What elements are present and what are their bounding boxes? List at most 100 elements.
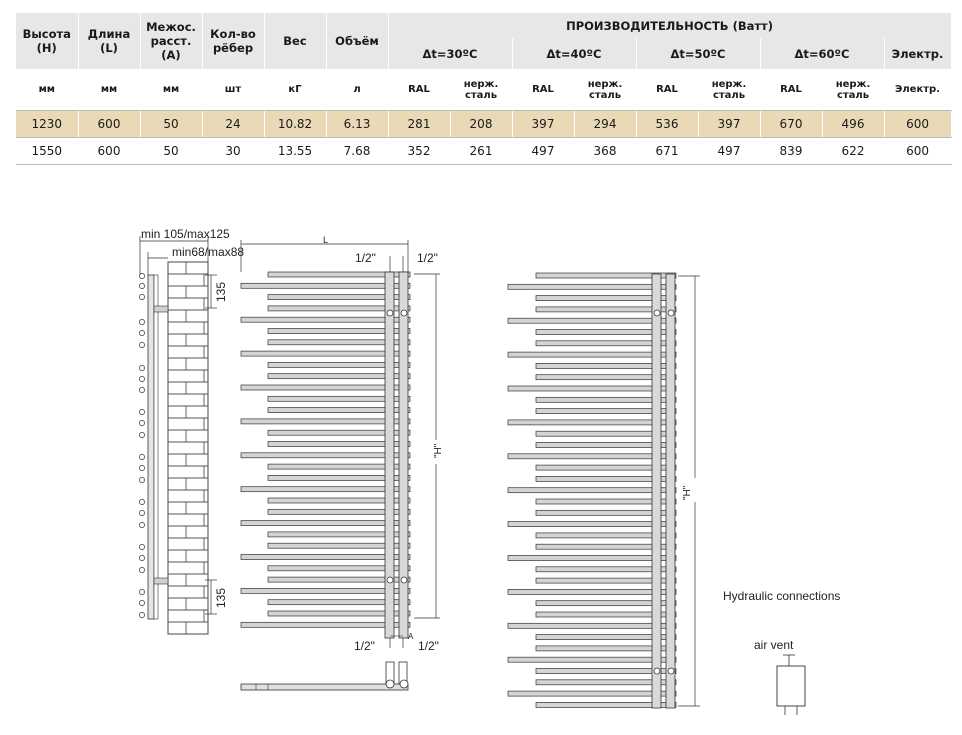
table-cell: 368 — [574, 137, 637, 165]
table-cell: 1550 — [16, 137, 79, 165]
rib — [507, 487, 677, 494]
header-delta-60: Δt=60ºC — [760, 38, 885, 69]
table-cell: 496 — [822, 110, 885, 138]
connection-point — [400, 576, 408, 584]
rib — [535, 566, 677, 573]
rib — [535, 306, 677, 313]
pipe-label-top-left: 1/2" — [355, 251, 376, 265]
rib-end — [139, 432, 145, 438]
rib-ends — [139, 273, 145, 618]
rib — [507, 589, 677, 595]
rib — [535, 430, 677, 437]
rib — [535, 543, 677, 550]
dim-A: A — [408, 632, 414, 641]
rib — [535, 464, 677, 471]
header-delta-30: Δt=30ºC — [388, 38, 513, 69]
subheader-cell: нерж. сталь — [450, 69, 513, 111]
subheader-cell: нерж. сталь — [574, 69, 637, 111]
pipe-label-top-right: 1/2" — [417, 251, 438, 265]
rib — [535, 679, 677, 686]
rib — [507, 385, 677, 392]
front-view: L 1/2" 1/2" A 1/2" 1/2" "H" — [240, 235, 444, 691]
rib — [267, 610, 411, 617]
ribs — [240, 271, 411, 628]
table-cell: 600 — [884, 110, 952, 138]
rib-end — [139, 376, 145, 382]
table-cell: 208 — [450, 110, 513, 138]
rib — [267, 497, 411, 504]
rib — [267, 576, 411, 583]
rib — [535, 509, 677, 516]
hydraulic-connections-label: Hydraulic connections — [723, 589, 840, 603]
header-spacing: Межос.расст.(A) — [140, 13, 203, 69]
header-weight: Вес — [264, 13, 327, 69]
rib — [535, 600, 677, 607]
rib — [535, 396, 677, 403]
spec-table: Высота(H) Длина(L) Межос.расст.(A) Кол-в… — [16, 13, 952, 165]
table-cell: 352 — [388, 137, 451, 165]
dim-min-max-inner: min68/max88 — [172, 245, 244, 259]
rib — [535, 442, 677, 448]
rib-end — [139, 294, 145, 300]
rib — [240, 520, 411, 526]
rib — [507, 283, 677, 290]
rib — [240, 486, 411, 493]
subheader-cell: нерж. сталь — [698, 69, 761, 111]
air-vent-label: air vent — [754, 638, 794, 652]
rib — [535, 295, 677, 301]
rib — [267, 362, 411, 368]
rib — [267, 305, 411, 312]
table-cell: 7.68 — [326, 137, 389, 165]
rib — [507, 351, 677, 358]
rib-end — [139, 283, 145, 289]
table-cell: 281 — [388, 110, 451, 138]
rib — [240, 418, 411, 425]
table-cell: 30 — [202, 137, 265, 165]
rib — [240, 350, 411, 357]
rib — [535, 577, 677, 584]
table-cell: 294 — [574, 110, 637, 138]
unit-cell: кГ — [264, 69, 327, 111]
table-cell: 6.13 — [326, 110, 389, 138]
rib — [507, 690, 677, 697]
rib — [507, 521, 677, 527]
wall-bricks — [167, 261, 209, 635]
rib — [535, 363, 677, 369]
rib — [507, 656, 677, 663]
header-delta-50: Δt=50ºC — [636, 38, 761, 69]
header-electric: Электр. — [884, 38, 952, 69]
legend: Hydraulic connections air vent — [723, 589, 840, 715]
rib — [507, 419, 677, 426]
table-cell: 50 — [140, 110, 203, 138]
subheader-cell: Электр. — [884, 69, 952, 111]
rib — [535, 668, 677, 674]
side-view: min 105/max125 min68/max88 135 135 — [139, 227, 244, 635]
table-cell: 536 — [636, 110, 699, 138]
header-length: Длина(L) — [78, 13, 141, 69]
table-cell: 397 — [512, 110, 575, 138]
rib — [267, 441, 411, 447]
rib — [267, 565, 411, 572]
rib — [267, 373, 411, 380]
rib-end — [139, 567, 145, 573]
rib — [507, 622, 677, 629]
rib — [535, 532, 677, 539]
rib-end — [139, 555, 145, 561]
connection-point — [653, 667, 661, 675]
subheader-cell: RAL — [388, 69, 451, 111]
wall-bracket-top — [153, 305, 169, 313]
rib — [267, 508, 411, 515]
rib-end — [139, 454, 145, 460]
rib — [240, 384, 411, 391]
rib-end — [139, 544, 145, 550]
rib — [240, 621, 411, 628]
table-cell: 50 — [140, 137, 203, 165]
subheader-cell: нерж. сталь — [822, 69, 885, 111]
rib — [240, 316, 411, 323]
dim-135-bottom: 135 — [214, 588, 228, 608]
connection-point — [400, 309, 408, 317]
rib — [507, 317, 677, 324]
rib — [535, 340, 677, 347]
